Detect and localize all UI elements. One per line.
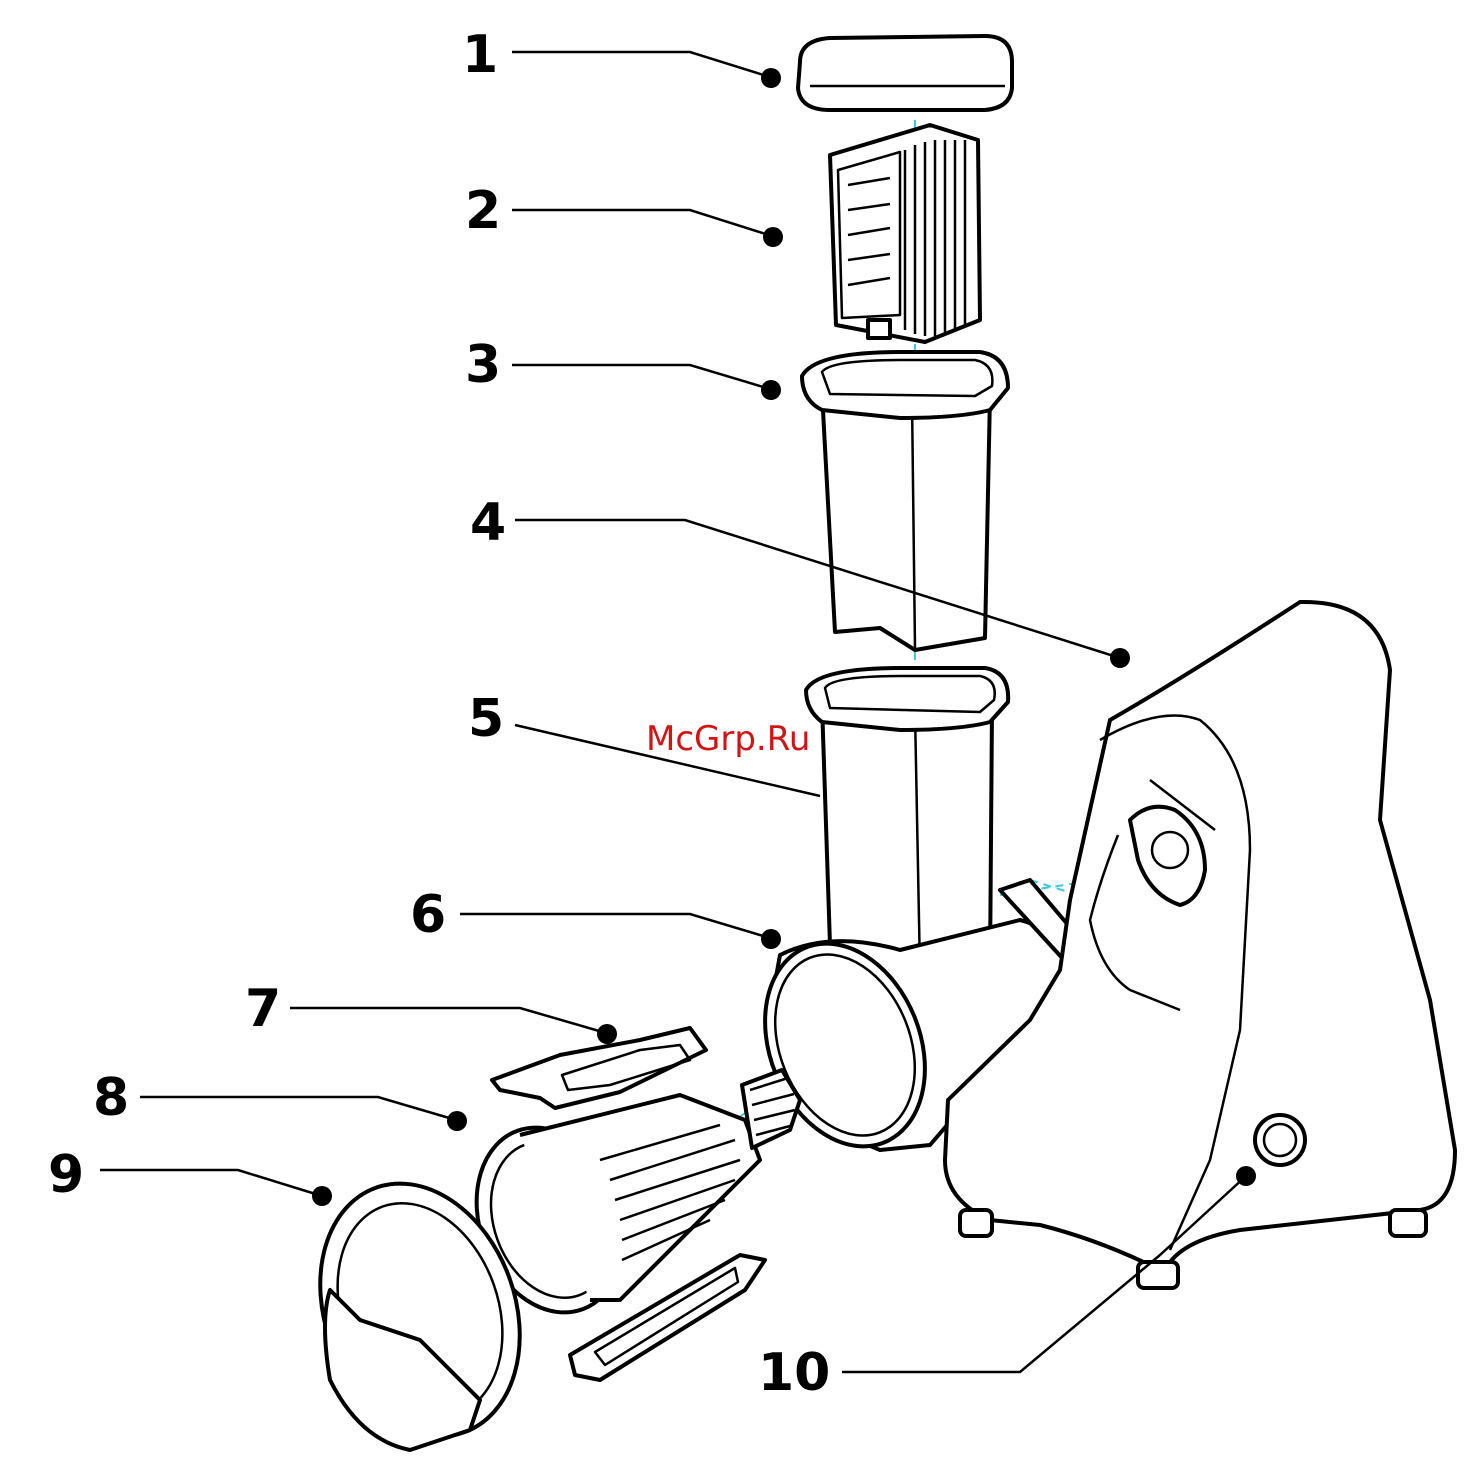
part-feed-chute-upper [802, 352, 1008, 650]
pointer-dot-9 [312, 1186, 332, 1206]
leader-line-4 [515, 520, 1120, 658]
pointer-dot-7 [597, 1024, 617, 1044]
pointer-dot-2 [763, 227, 783, 247]
pointer-dot-10 [1236, 1166, 1256, 1186]
leader-line-1 [512, 52, 770, 77]
leader-line-7 [290, 1008, 606, 1033]
callout-label-9: 9 [48, 1145, 84, 1205]
pointer-dot-4 [1110, 648, 1130, 668]
callout-label-3: 3 [465, 335, 501, 395]
callout-label-4: 4 [470, 493, 506, 553]
watermark: McGrp.Ru [646, 719, 810, 759]
callout-label-7: 7 [245, 979, 281, 1039]
callout-label-8: 8 [93, 1068, 129, 1128]
leader-line-6 [460, 914, 770, 938]
callout-label-5: 5 [468, 689, 504, 749]
leader-line-9 [100, 1170, 322, 1196]
part-pusher-cap [798, 36, 1012, 110]
callout-label-2: 2 [465, 181, 501, 241]
leader-line-8 [140, 1097, 456, 1120]
callout-label-6: 6 [410, 885, 446, 945]
callout-label-1: 1 [462, 25, 498, 85]
callout-label-10: 10 [758, 1343, 830, 1403]
pointer-dot-6 [761, 929, 781, 949]
leader-line-2 [512, 210, 772, 236]
pointer-dot-3 [761, 380, 781, 400]
pointer-dot-8 [447, 1111, 467, 1131]
pointer-dot-1 [761, 68, 781, 88]
leader-line-3 [512, 365, 770, 389]
part-pusher [830, 125, 980, 342]
